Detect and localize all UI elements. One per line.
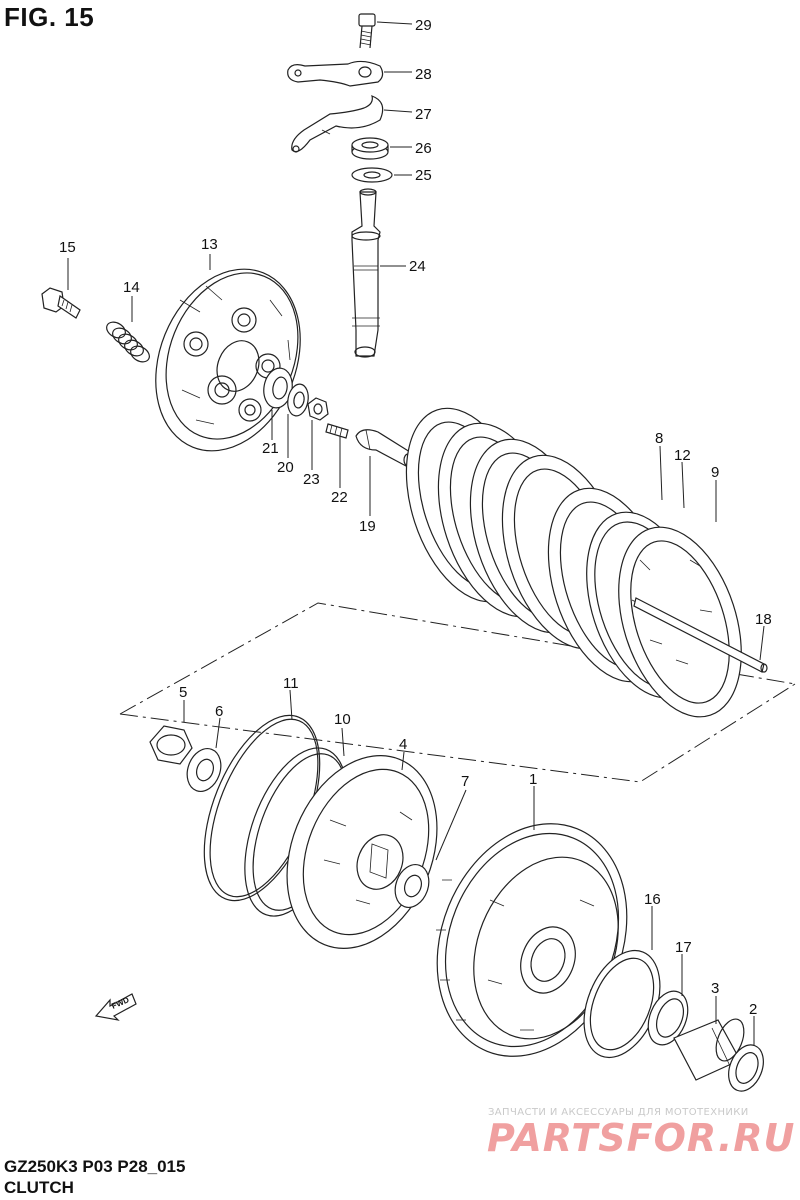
callout-15: 15 <box>59 239 76 256</box>
callout-6: 6 <box>215 703 223 720</box>
callout-24: 24 <box>409 258 426 275</box>
part-7-thrust-washer <box>394 864 430 908</box>
callout-labels: 29 28 27 26 25 24 15 14 13 21 20 23 22 1… <box>59 17 772 1018</box>
part-27-release-arm <box>291 95 384 153</box>
clutch-plate-stack <box>405 407 742 718</box>
callout-28: 28 <box>415 66 432 83</box>
callout-17: 17 <box>675 939 692 956</box>
part-19-push-rod <box>355 429 413 467</box>
callout-8: 8 <box>655 430 663 447</box>
callout-4: 4 <box>399 736 407 753</box>
callout-7: 7 <box>461 773 469 790</box>
part-16-gear <box>583 949 661 1059</box>
callout-14: 14 <box>123 279 140 296</box>
part-29-bolt <box>358 13 376 49</box>
callout-9: 9 <box>711 464 719 481</box>
watermark-tagline: ЗАПЧАСТИ И АКСЕССУАРЫ ДЛЯ МОТОТЕХНИКИ <box>488 1107 749 1118</box>
part-25-washer <box>351 167 393 183</box>
callout-2: 2 <box>749 1001 757 1018</box>
part-28-release-lever <box>287 60 384 87</box>
part-5-clutch-nut <box>149 725 193 765</box>
part-6-lock-washer <box>186 748 222 792</box>
diagram-code: GZ250K3 P03 P28_015 <box>4 1157 186 1176</box>
part-17-washer <box>647 990 689 1046</box>
callout-11: 11 <box>283 675 299 692</box>
part-4-clutch-sleeve-hub <box>286 755 438 949</box>
callout-23: 23 <box>303 471 320 488</box>
watermark-logo: PARTSFOR.RU <box>487 1116 796 1160</box>
callout-26: 26 <box>415 140 432 157</box>
callout-19: 19 <box>359 518 376 535</box>
callout-25: 25 <box>415 167 432 184</box>
part-14-clutch-spring <box>106 321 150 363</box>
part-2-washer <box>728 1044 764 1092</box>
part-15-bolt <box>41 287 81 319</box>
part-24-release-shaft <box>351 188 381 358</box>
leader-lines <box>67 21 765 1046</box>
section-name: CLUTCH <box>4 1178 74 1197</box>
part-22-push-piece <box>325 423 349 439</box>
part-21-bearing <box>263 367 293 409</box>
callout-20: 20 <box>277 459 294 476</box>
callout-27: 27 <box>415 106 432 123</box>
part-23-nut <box>307 397 329 421</box>
callout-5: 5 <box>179 684 187 701</box>
callout-13: 13 <box>201 236 218 253</box>
callout-18: 18 <box>755 611 772 628</box>
part-20-washer <box>287 383 309 417</box>
part-18-push-rod-long <box>633 597 768 673</box>
part-13-pressure-plate <box>155 268 301 452</box>
callout-29: 29 <box>415 17 432 34</box>
callout-22: 22 <box>331 489 348 506</box>
callout-10: 10 <box>334 711 351 728</box>
callout-3: 3 <box>711 980 719 997</box>
fwd-arrow-icon: FWD <box>94 993 137 1021</box>
assembly-outline <box>119 602 796 783</box>
callout-1: 1 <box>529 771 537 788</box>
callout-16: 16 <box>644 891 661 908</box>
part-26-seal-nut <box>351 137 389 160</box>
callout-21: 21 <box>262 440 279 457</box>
figure-title: FIG. 15 <box>4 2 95 32</box>
callout-12: 12 <box>674 447 691 464</box>
